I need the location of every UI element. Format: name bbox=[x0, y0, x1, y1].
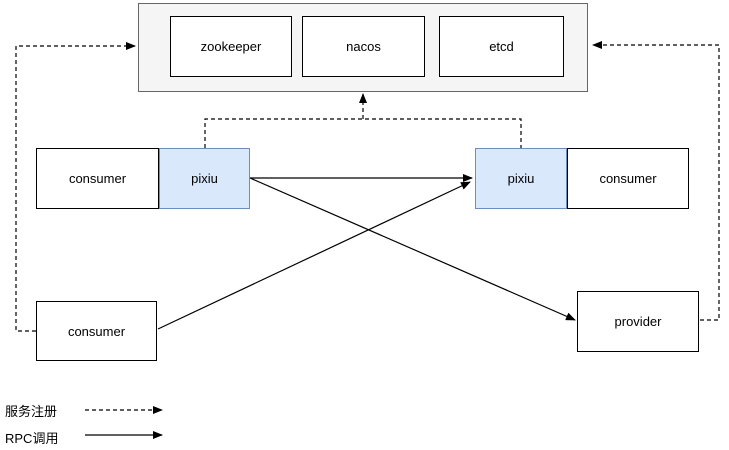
registry-node-label: nacos bbox=[346, 39, 381, 54]
registry-cluster-container: zookeeper nacos etcd bbox=[138, 3, 588, 92]
registry-node-label: etcd bbox=[489, 39, 514, 54]
pixiu-left-box: pixiu bbox=[159, 148, 250, 209]
pixiu-left-label: pixiu bbox=[191, 171, 218, 186]
registry-node-zookeeper: zookeeper bbox=[170, 16, 292, 77]
consumer-left-label: consumer bbox=[68, 171, 127, 186]
registration-link-pixiu-to-pixiu bbox=[204, 118, 522, 148]
consumer-left-box: consumer bbox=[36, 148, 159, 209]
legend-rpc-call-label: RPC调用 bbox=[5, 431, 59, 446]
consumer-bottom-label: consumer bbox=[67, 323, 126, 339]
consumer-right-box: consumer bbox=[567, 148, 689, 209]
registry-node-nacos: nacos bbox=[302, 16, 425, 77]
legend-service-registration-label: 服务注册 bbox=[5, 404, 58, 419]
pixiu-right-box: pixiu bbox=[475, 148, 567, 209]
registry-node-label: zookeeper bbox=[200, 39, 262, 54]
consumer-bottom-box: consumer bbox=[36, 301, 157, 361]
pixiu-right-label: pixiu bbox=[507, 171, 535, 186]
registry-node-etcd: etcd bbox=[439, 16, 564, 77]
provider-box: provider bbox=[577, 291, 699, 352]
consumer-right-label: consumer bbox=[599, 171, 657, 186]
provider-label: provider bbox=[614, 314, 662, 329]
